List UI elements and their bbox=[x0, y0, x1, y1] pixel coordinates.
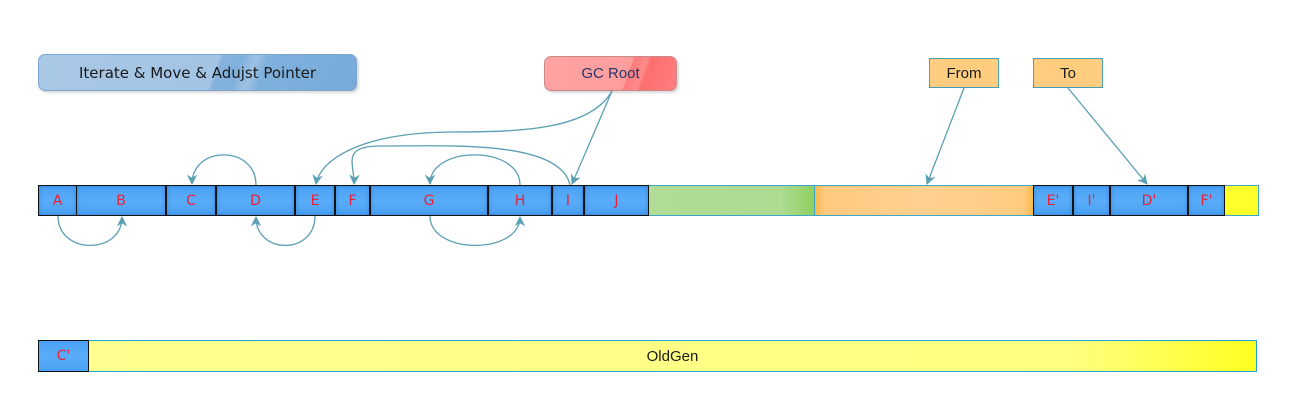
to-space-free bbox=[1225, 185, 1259, 216]
from-label-box: From bbox=[929, 58, 999, 88]
arrow-to-pointer bbox=[1067, 87, 1148, 185]
arrow-gcroot-to-i bbox=[570, 90, 613, 185]
object-cell-d: D bbox=[216, 185, 295, 216]
arrow-a-to-b bbox=[57, 215, 128, 247]
object-cell-i-copy: I' bbox=[1073, 185, 1110, 216]
object-cell-f: F bbox=[335, 185, 370, 216]
object-cell-e: E bbox=[295, 185, 335, 216]
eden-free-space bbox=[649, 185, 815, 216]
arrow-d-to-c bbox=[186, 154, 257, 186]
object-cell-a: A bbox=[38, 185, 77, 216]
to-label-box: To bbox=[1033, 58, 1103, 88]
arrow-h-to-g bbox=[424, 154, 521, 186]
from-space bbox=[815, 185, 1033, 216]
arrow-g-to-h bbox=[429, 215, 526, 246]
old-gen-bar bbox=[38, 340, 1257, 372]
arrow-gcroot-to-e bbox=[312, 90, 613, 186]
object-cell-g: G bbox=[370, 185, 488, 216]
arrow-e-to-d bbox=[250, 215, 316, 247]
object-cell-i: I bbox=[552, 185, 584, 216]
object-cell-f-copy: F' bbox=[1188, 185, 1225, 216]
object-cell-b: B bbox=[76, 185, 166, 216]
gc-root-box: GC Root bbox=[544, 56, 677, 91]
arrow-from-pointer bbox=[925, 87, 965, 185]
old-gen-label: OldGen bbox=[646, 347, 699, 365]
arrow-i-to-f bbox=[349, 145, 571, 186]
object-cell-h: H bbox=[488, 185, 552, 216]
object-cell-j: J bbox=[584, 185, 649, 216]
object-cell-c-copy: C' bbox=[38, 340, 89, 372]
object-cell-c: C bbox=[166, 185, 216, 216]
diagram-title: Iterate & Move & Adujst Pointer bbox=[38, 54, 357, 91]
object-cell-e-copy: E' bbox=[1033, 185, 1073, 216]
object-cell-d-copy: D' bbox=[1110, 185, 1188, 216]
